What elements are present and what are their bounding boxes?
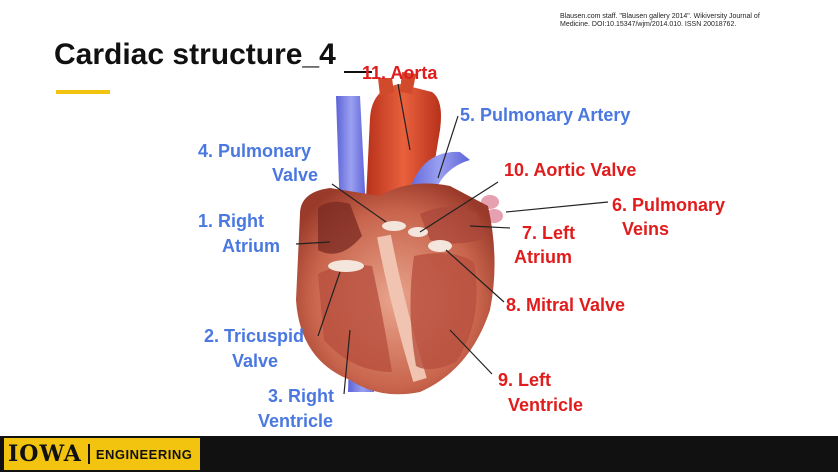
- image-citation: Blausen.com staff. "Blausen gallery 2014…: [560, 13, 760, 28]
- leader-pulmonary-artery: [437, 115, 459, 179]
- leader-right-atrium: [295, 241, 331, 245]
- label-mitral-valve: 8. Mitral Valve: [506, 295, 626, 315]
- logo-iowa-text: IOWA: [8, 441, 82, 467]
- label-pulmonary-valve-line2: Valve: [272, 165, 319, 185]
- leader-left-ventricle: [449, 329, 493, 375]
- slide-title: Cardiac structure_4: [54, 38, 336, 71]
- aorta-branches: [378, 72, 416, 96]
- title-underline: [56, 90, 110, 94]
- label-left-atrium-line1: 7. Left: [522, 223, 576, 243]
- label-right-ventricle-line2: Ventricle: [258, 411, 334, 431]
- leader-aortic-valve: [419, 181, 499, 233]
- pulmonary-valve-shape: [382, 221, 406, 231]
- label-pulmonary-veins-line1: 6. Pulmonary: [612, 195, 726, 215]
- label-left-ventricle-line2: Ventricle: [508, 395, 584, 415]
- label-right-ventricle-line1: 3. Right: [268, 386, 334, 406]
- left-atrium-cavity: [420, 207, 484, 244]
- logo-divider: [87, 444, 90, 464]
- label-left-ventricle-line1: 9. Left: [498, 370, 552, 390]
- right-ventricle-cavity: [318, 265, 392, 372]
- label-right-atrium-line1: 1. Right: [198, 211, 264, 231]
- label-pulmonary-artery: 5. Pulmonary Artery: [460, 105, 631, 125]
- leader-right-ventricle: [343, 329, 351, 395]
- iowa-engineering-logo: IOWA ENGINEERING: [4, 438, 201, 470]
- label-aorta: 11. Aorta: [362, 63, 438, 83]
- tricuspid-valve-shape: [328, 260, 364, 272]
- logo-engineering-text: ENGINEERING: [95, 446, 193, 462]
- right-atrium-cavity: [318, 201, 362, 254]
- label-tricuspid-valve-line2: Valve: [232, 351, 279, 371]
- septum: [377, 234, 427, 383]
- mitral-valve-shape: [428, 240, 452, 252]
- label-aortic-valve: 10. Aortic Valve: [504, 160, 637, 180]
- leader-mitral-valve: [445, 249, 505, 303]
- leader-pulmonary-veins: [505, 201, 609, 213]
- label-pulmonary-valve-line1: 4. Pulmonary: [198, 141, 312, 161]
- label-pulmonary-veins-line2: Veins: [622, 219, 670, 239]
- leader-left-atrium: [469, 225, 511, 229]
- label-left-atrium-line2: Atrium: [514, 247, 572, 267]
- leader-tricuspid-valve: [317, 271, 341, 337]
- leader-pulmonary-valve: [331, 183, 387, 223]
- label-tricuspid-valve-line1: 2. Tricuspid: [204, 326, 305, 346]
- label-right-atrium-line2: Atrium: [222, 236, 280, 256]
- superior-vena-cava: [336, 96, 366, 214]
- leader-aorta: [397, 83, 411, 151]
- footer-bar: IOWA ENGINEERING: [0, 436, 838, 472]
